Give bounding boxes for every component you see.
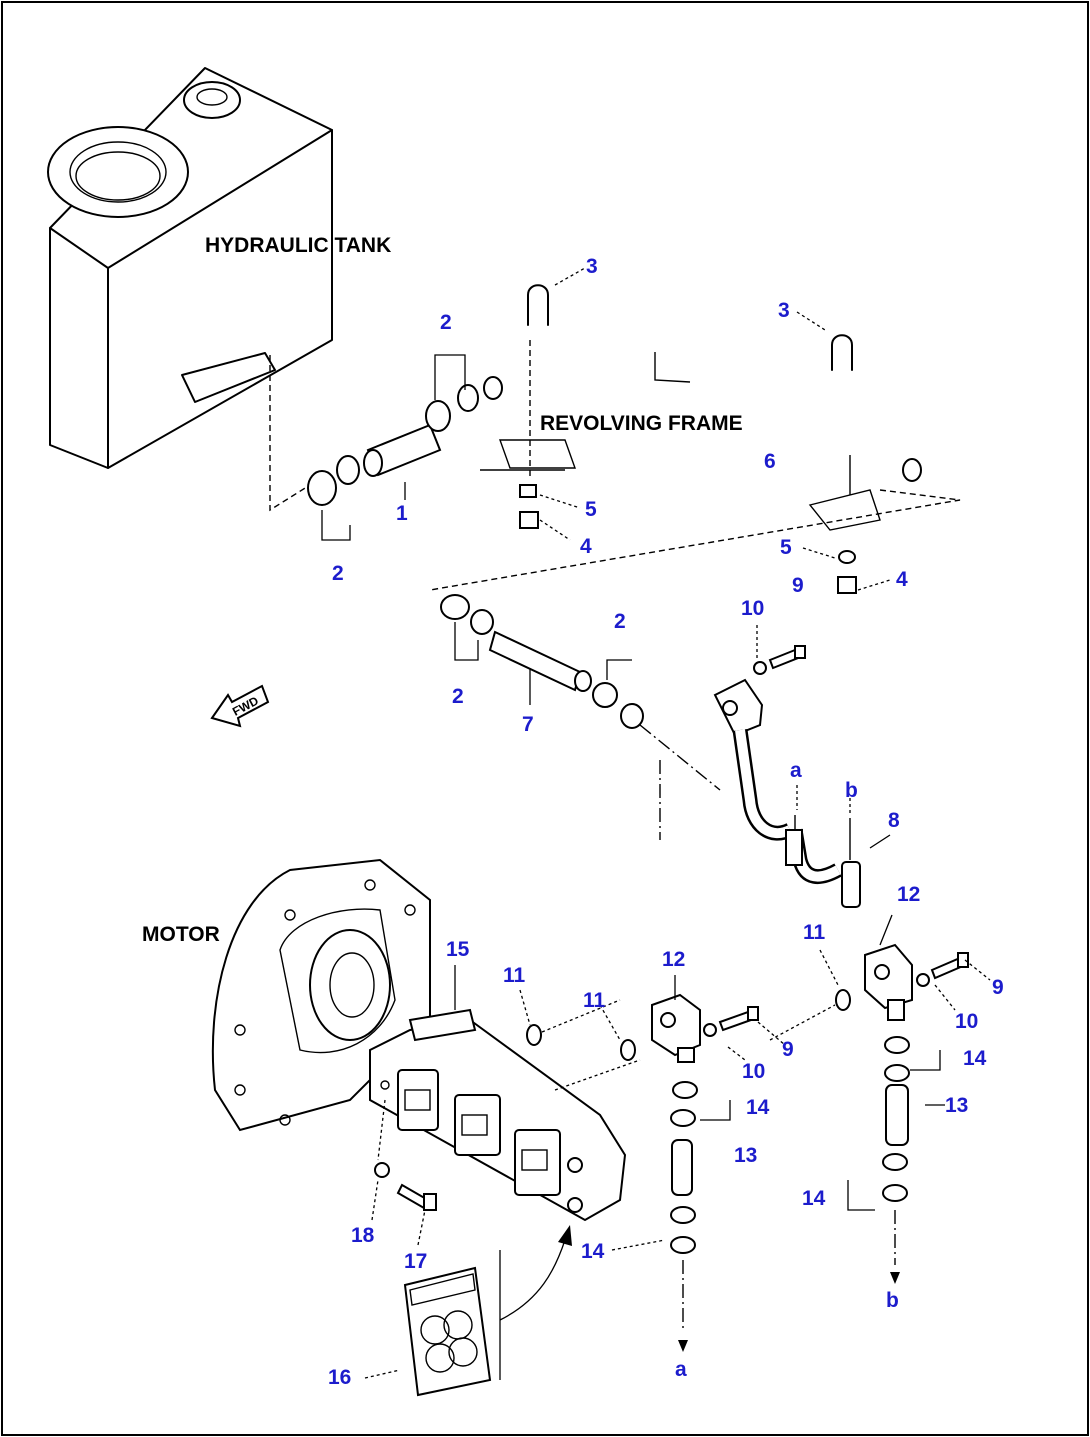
hose-1-assembly [307,384,539,529]
upper-suction-pipe [429,310,961,591]
callout-13: 13 [945,1094,968,1117]
callout-15: 15 [446,938,470,961]
flange-12-right [769,943,969,1041]
callout-14: 14 [746,1096,770,1119]
callout-3: 3 [778,299,790,322]
callout-b: b [845,779,858,802]
seal-kit-16 [403,1225,572,1397]
callout-6: 6 [764,450,776,473]
callout-2: 2 [452,685,464,708]
callout-9: 9 [992,976,1004,999]
callout-10: 10 [742,1060,765,1083]
callout-11: 11 [803,921,826,944]
label-revolving-frame: REVOLVING FRAME [540,412,743,435]
callout-8: 8 [888,809,900,832]
hose-13-left [670,1081,698,1352]
callout-leaders [321,267,991,1379]
callout-14: 14 [963,1047,987,1070]
callout-4: 4 [580,535,592,558]
bolt-17-washer-18 [374,1099,437,1211]
label-hydraulic-tank: HYDRAULIC TANK [205,234,391,257]
callout-11: 11 [583,989,606,1012]
callout-5: 5 [585,498,597,521]
callout-11: 11 [503,964,526,987]
u-bolt-right [831,334,853,371]
callout-1: 1 [396,502,408,525]
callout-14: 14 [581,1240,605,1263]
callout-14: 14 [802,1187,826,1210]
callout-4: 4 [896,568,908,591]
callout-12: 12 [662,948,685,971]
tube-8 [713,678,861,908]
bolt-washer-top [753,645,806,675]
label-motor: MOTOR [142,923,220,946]
u-bolt-left [527,284,549,326]
pump-15 [369,1008,627,1222]
callout-b: b [886,1289,899,1312]
callout-a: a [675,1358,687,1381]
hydraulic-tank [47,67,333,512]
callout-5: 5 [780,536,792,559]
callout-3: 3 [586,255,598,278]
callout-9: 9 [782,1038,794,1061]
hose-7-assembly [440,594,721,840]
hose-13-right [882,1036,910,1284]
callout-2: 2 [614,610,626,633]
callout-18: 18 [351,1224,375,1247]
fwd-arrow: FWD [210,684,270,728]
callout-7: 7 [522,713,534,736]
callout-10: 10 [955,1010,978,1033]
callout-16: 16 [328,1366,351,1389]
callout-17: 17 [404,1250,427,1273]
callout-10: 10 [741,597,764,620]
washer-nut-right [837,550,857,594]
callout-2: 2 [332,562,344,585]
flange-12-left [526,993,759,1091]
callout-13: 13 [734,1144,757,1167]
callout-9: 9 [792,574,804,597]
callout-12: 12 [897,883,920,906]
callout-2: 2 [440,311,452,334]
callout-a: a [790,759,802,782]
